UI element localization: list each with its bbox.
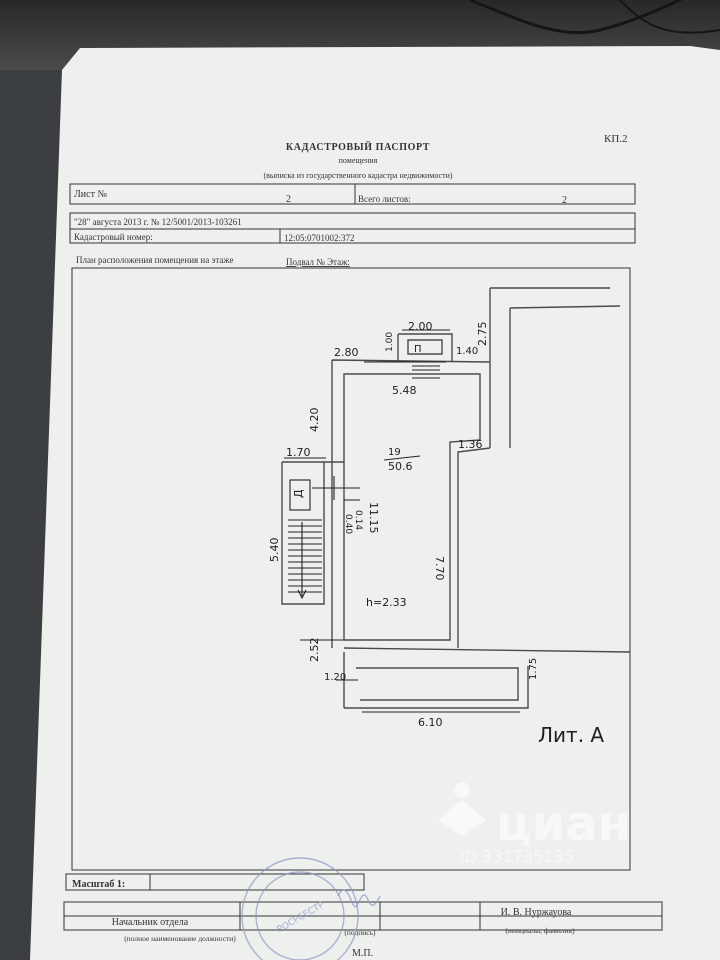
total-sheets-value: 2 — [562, 195, 567, 206]
dim-2-80: 2.80 — [334, 346, 359, 359]
dim-1-70: 1.70 — [286, 446, 311, 459]
document-subtitle: помещения — [339, 156, 378, 165]
dim-2-52: 2.52 — [308, 638, 321, 663]
signer-name: И. В. Нуржауова — [501, 907, 572, 918]
dim-2-00: 2.00 — [408, 320, 433, 333]
position-value: Начальник отдела — [112, 917, 189, 928]
cian-watermark: циан ID 331735135 — [438, 782, 631, 866]
cadastral-row: Кадастровый номер: 12:05:0701002:372 — [69, 228, 636, 244]
dim-0-40: 0.40 — [343, 514, 353, 534]
paper-sheet — [30, 46, 720, 960]
plan-caption: План расположения помещения на этаже — [76, 255, 233, 265]
watermark-brand: циан — [496, 796, 631, 852]
dim-1-00: 1.00 — [385, 332, 395, 352]
dim-0-14: 0.14 — [353, 510, 363, 530]
document-title: КАДАСТРОВЫЙ ПАСПОРТ — [286, 141, 430, 153]
signature-caption: (подпись) — [344, 928, 376, 937]
plan-frame — [71, 267, 631, 871]
dim-5-40: 5.40 — [268, 538, 281, 563]
height-label: h=2.33 — [366, 596, 407, 609]
dim-1-75: 1.75 — [528, 658, 539, 680]
dim-1-36: 1.36 — [458, 438, 483, 451]
lit-label: Лит. А — [538, 723, 604, 747]
letter-p: П — [414, 344, 422, 355]
room-area: 50.6 — [388, 460, 413, 473]
signature-row: Начальник отдела И. В. Нуржауова (полное… — [63, 901, 663, 959]
room-number: 19 — [388, 447, 401, 458]
dim-1-40: 1.40 — [456, 346, 478, 357]
scale-label: Масштаб 1: — [72, 879, 125, 890]
watermark-id: ID 331735135 — [460, 847, 574, 866]
dim-1-20: 1.20 — [324, 672, 346, 683]
dim-6-10: 6.10 — [418, 716, 443, 729]
corner-code: КП.2 — [604, 133, 628, 145]
plan-dimensions: 2.00 2.75 2.80 1.00 1.40 5.48 4.20 1.36 … — [268, 320, 539, 729]
plan-floor: Подвал № Этаж: — [286, 257, 350, 267]
dim-2-75: 2.75 — [476, 322, 489, 347]
seal-caption: М.П. — [352, 948, 373, 959]
letter-d: Д — [292, 489, 305, 498]
scale-row: Масштаб 1: — [65, 873, 365, 891]
sheet-label: Лист № — [74, 189, 107, 200]
date-and-number: "28" августа 2013 г. № 12/5001/2013-1032… — [74, 217, 242, 227]
dim-4-20: 4.20 — [308, 408, 321, 433]
initials-caption: (инициалы, фамилия) — [505, 926, 575, 935]
position-caption: (полное наименование должности) — [124, 934, 236, 943]
dim-11-15: 11.15 — [367, 502, 380, 534]
source-note: (выписка из государственного кадастра не… — [263, 171, 452, 180]
floor-plan — [281, 287, 631, 713]
dim-5-48: 5.48 — [392, 384, 417, 397]
sheet-row: Лист № 2 Всего листов: 2 — [69, 183, 636, 206]
cadastral-label: Кадастровый номер: — [74, 232, 153, 242]
cadastral-number: 12:05:0701002:372 — [284, 233, 355, 243]
sheet-value: 2 — [286, 194, 291, 205]
total-sheets-label: Всего листов: — [358, 194, 411, 204]
dim-7-70: 7.70 — [433, 556, 446, 581]
